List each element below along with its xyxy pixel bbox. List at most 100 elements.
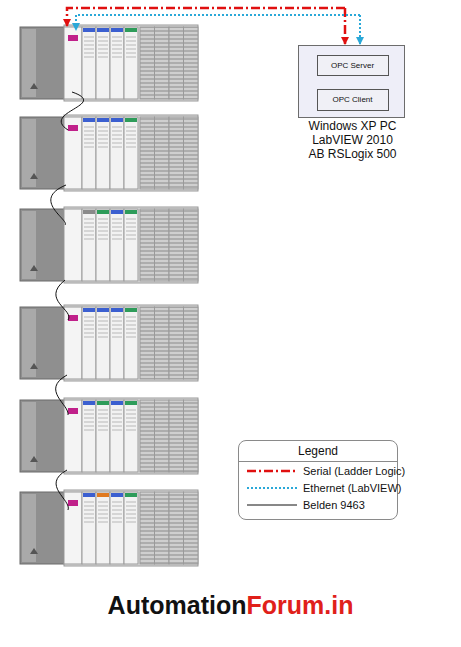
rack-part [84, 223, 94, 224]
rack-part [140, 27, 155, 99]
legend-line [247, 504, 297, 505]
rack-part [82, 209, 96, 281]
rack-part [96, 307, 110, 379]
rack-part [155, 117, 170, 189]
legend-row: Serial (Ladder Logic) [239, 462, 397, 479]
rack-part [84, 510, 94, 511]
rack-part [84, 333, 94, 334]
pc-label: AB RSLogix 500 [259, 147, 446, 161]
rack-part [98, 131, 108, 132]
rack-part [84, 426, 94, 427]
opc-box: OPC Client [317, 89, 389, 111]
rack-part [84, 329, 94, 330]
rack-part [83, 210, 95, 214]
rack-part [110, 209, 124, 281]
rack-part [84, 227, 94, 228]
rack-part [98, 506, 108, 507]
rack-part [84, 57, 94, 58]
pc-box: Windows XP PCLabVIEW 2010AB RSLogix 500O… [298, 45, 405, 118]
rack-part [126, 131, 136, 132]
rack-part [98, 135, 108, 136]
rack-part [126, 514, 136, 515]
rack-part [126, 53, 136, 54]
rack-part [20, 307, 64, 379]
rack-part [84, 502, 94, 503]
rack-part [112, 426, 122, 427]
rack-part [112, 430, 122, 431]
rack-part [20, 400, 64, 472]
rack-part [98, 325, 108, 326]
rack-part [111, 401, 123, 405]
rack-part [112, 235, 122, 236]
rack-part [98, 231, 108, 232]
rack-part [125, 493, 137, 497]
rack-part [124, 27, 138, 99]
rack-part [97, 401, 109, 405]
rack-part [112, 239, 122, 240]
rack-part [184, 117, 199, 189]
rack-part [112, 514, 122, 515]
rack-part [98, 422, 108, 423]
rack-part [98, 410, 108, 411]
rack-part [97, 28, 109, 32]
rack-part [112, 135, 122, 136]
rack-part [155, 27, 170, 99]
rack-part [112, 414, 122, 415]
rack-part [20, 27, 64, 99]
rack-part [84, 231, 94, 232]
rack-part [155, 209, 170, 281]
rack-part [126, 227, 136, 228]
plc-rack [20, 115, 198, 191]
rack-part [140, 117, 155, 189]
belden-cable [51, 92, 84, 510]
rack-part [126, 410, 136, 411]
rack-part [98, 510, 108, 511]
legend-text: Ethernet (LabVIEW) [303, 482, 401, 494]
rack-part [98, 333, 108, 334]
rack-part [112, 506, 122, 507]
pc-caption: Windows XP PCLabVIEW 2010AB RSLogix 500 [259, 119, 446, 161]
rack-part [84, 37, 94, 38]
rack-part [112, 227, 122, 228]
plc-rack [20, 207, 198, 283]
rack-part [68, 35, 78, 41]
rack-part [64, 207, 198, 283]
rack-part [111, 118, 123, 122]
rack-part [64, 305, 198, 381]
rack-part [68, 408, 78, 414]
rack-part [126, 522, 136, 523]
rack-part [30, 363, 38, 369]
rack-part [83, 308, 95, 312]
rack-part [112, 53, 122, 54]
rack-part [84, 235, 94, 236]
rack-part [98, 41, 108, 42]
rack-part [126, 502, 136, 503]
rack-part [98, 518, 108, 519]
rack-part [155, 400, 170, 472]
rack-part [82, 307, 96, 379]
rack-part [125, 210, 137, 214]
rack-part [126, 143, 136, 144]
rack-part [20, 117, 64, 189]
rack-part [111, 210, 123, 214]
legend-text: Serial (Ladder Logic) [303, 465, 405, 477]
rack-part [125, 308, 137, 312]
rack-part [84, 135, 94, 136]
rack-part [84, 41, 94, 42]
rack-part [184, 209, 199, 281]
rack-part [126, 518, 136, 519]
rack-part [140, 400, 155, 472]
rack-part [112, 223, 122, 224]
rack-part [126, 418, 136, 419]
rack-part [112, 45, 122, 46]
rack-part [84, 321, 94, 322]
rack-part [84, 325, 94, 326]
rack-part [98, 37, 108, 38]
rack-part [84, 506, 94, 507]
rack-part [98, 514, 108, 515]
rack-part [184, 400, 199, 472]
watermark: AutomationForum.in [0, 590, 461, 620]
rack-part [126, 41, 136, 42]
rack-part [98, 426, 108, 427]
rack-part [98, 235, 108, 236]
